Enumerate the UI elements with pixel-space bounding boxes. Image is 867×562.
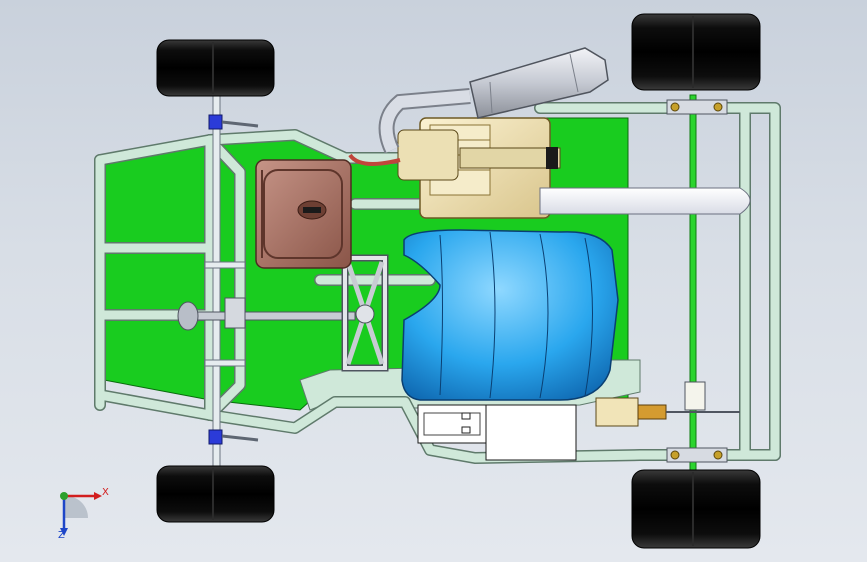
brake-caliper [684,381,706,411]
crankshaft-end [546,147,558,169]
driver-seat[interactable] [401,229,619,401]
engine[interactable] [348,117,561,219]
muffler [469,47,609,119]
controller-box [485,404,577,461]
steering-bearing [177,301,199,331]
steering-column [184,311,356,321]
front-left-tire[interactable] [156,39,275,97]
z-axis-label: Z [58,530,65,541]
front-right-tire[interactable] [156,465,275,523]
battery-box[interactable] [417,404,577,461]
exhaust-system[interactable] [378,47,609,154]
front-left-spindle [208,114,223,130]
fuel-line [348,153,401,166]
throttle-linkage[interactable] [595,397,740,427]
cylinder-head [397,129,459,181]
rear-right-tire[interactable] [631,469,761,549]
rear-axle[interactable] [666,94,728,471]
rear-left-tire[interactable] [631,13,761,91]
coordinate-triad: X Z [44,478,114,548]
fuel-tank[interactable] [255,159,352,269]
rear-crossbar[interactable] [539,187,751,215]
steering-wheel[interactable] [341,254,389,372]
triad-axes-icon [60,492,102,536]
x-axis-label: X [102,487,109,498]
y-axis-dot [60,492,68,500]
front-right-spindle [208,429,223,445]
